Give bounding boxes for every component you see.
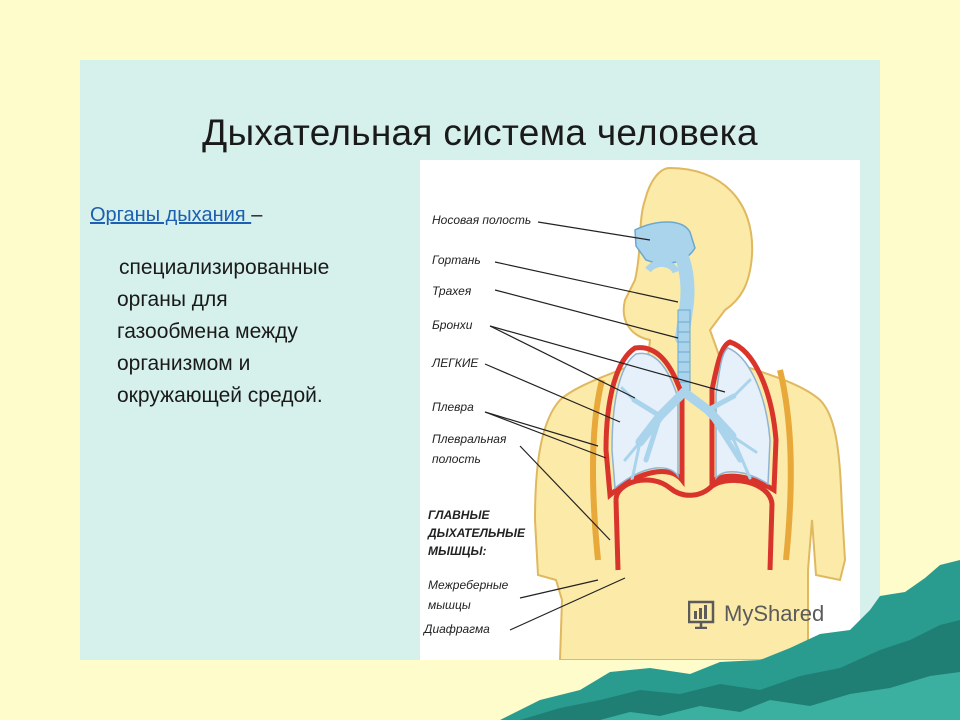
definition-line: органы для <box>117 288 228 311</box>
label-lungs: ЛЕГКИЕ <box>432 356 479 370</box>
label-pleural-cavity: Плевральная <box>432 432 507 446</box>
body-silhouette <box>533 166 847 660</box>
label-nasal-cavity: Носовая полость <box>432 213 532 227</box>
label-main-muscles: ДЫХАТЕЛЬНЫЕ <box>428 526 526 540</box>
term-link[interactable]: Органы дыхания <box>90 204 252 226</box>
myshared-watermark: MyShared <box>688 598 824 630</box>
label-main-muscles: ГЛАВНЫЕ <box>428 508 490 522</box>
mouth-arch <box>645 260 680 274</box>
label-bronchi: Бронхи <box>432 318 473 332</box>
leader-lines <box>484 221 726 631</box>
myshared-logo-icon <box>688 600 715 629</box>
label-intercostal: Межреберные <box>428 578 509 592</box>
left-pleura <box>603 345 685 500</box>
label-pleura: Плевра <box>432 400 474 414</box>
term-dash: – <box>251 204 263 226</box>
label-larynx: Гортань <box>432 253 481 267</box>
intercostal-left <box>590 379 605 561</box>
intercostal-right <box>777 369 794 561</box>
bronchi-tree <box>620 378 758 482</box>
diaphragm-left <box>613 499 621 571</box>
respiratory-diagram: Носовая полость Гортань Трахея Бронхи ЛЕ… <box>420 160 860 660</box>
slide-title: Дыхательная система человека <box>202 112 758 153</box>
definition-text: специализированные органы для газообмена… <box>117 252 407 412</box>
label-intercostal: мышцы <box>428 598 471 612</box>
term-line: Органы дыхания – <box>90 204 262 227</box>
diaphragm <box>613 477 775 571</box>
definition-line: специализированные <box>119 256 330 279</box>
watermark-text: MyShared <box>724 601 825 626</box>
label-main-muscles: МЫШЦЫ: <box>428 544 487 558</box>
definition-line: окружающей средой. <box>117 384 323 407</box>
label-pleural-cavity: полость <box>432 452 481 466</box>
definition-line: газообмена между <box>117 320 298 343</box>
trachea-rings <box>678 321 690 383</box>
definition-line: организмом и <box>117 352 251 375</box>
label-diaphragm: Диафрагма <box>424 622 490 636</box>
label-trachea: Трахея <box>432 284 472 298</box>
anatomy-illustration <box>484 166 847 660</box>
